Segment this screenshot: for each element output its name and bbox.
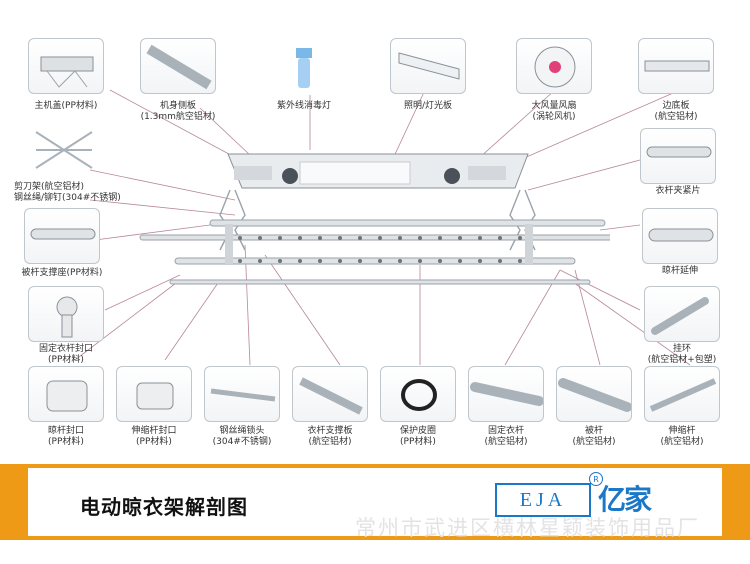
caption-support-plate: 衣杆支撑板(航空铝材) xyxy=(307,426,353,447)
clip-thumb xyxy=(640,128,716,184)
caption-rod-cap: 晾杆封口(PP材料) xyxy=(47,426,84,447)
caption-telescopic-cap: 伸缩杆封口(PP材料) xyxy=(131,426,177,447)
caption-fixed-cap: 固定衣杆封口(PP材料) xyxy=(38,344,93,365)
eja-logo: EJA xyxy=(495,483,591,517)
light-panel-thumb xyxy=(390,38,466,94)
uv-lamp-thumb xyxy=(266,38,342,94)
caption-protective-ring: 保护皮圈(PP材料) xyxy=(399,426,436,447)
edge-plate-thumb xyxy=(638,38,714,94)
hook-thumb xyxy=(644,286,720,342)
scissor-thumb xyxy=(26,122,102,178)
caption-edge-plate: 边底板(航空铝材) xyxy=(654,101,698,122)
caption-clip: 衣杆夹紧片 xyxy=(655,186,701,196)
caption-rod-support: 被杆支撑座(PP材料) xyxy=(21,268,103,278)
rod-support-thumb xyxy=(24,208,100,264)
caption-wire-lock: 钢丝绳锁头(304#不锈钢) xyxy=(212,426,272,447)
drying-rack-assembly xyxy=(139,153,610,285)
caption-uv-lamp: 紫外线消毒灯 xyxy=(276,101,331,111)
caption-fixed-rod: 固定衣杆(航空铝材) xyxy=(484,426,528,447)
telescopic-rod-thumb xyxy=(644,366,720,422)
rod-extension-thumb xyxy=(642,208,718,264)
protective-ring-thumb xyxy=(380,366,456,422)
caption-hook: 挂环(航空铝材+包塑) xyxy=(647,344,717,365)
quilt-rod-thumb xyxy=(556,366,632,422)
caption-main-cover: 主机盖(PP材料) xyxy=(34,101,98,111)
wire-lock-thumb xyxy=(204,366,280,422)
fan-thumb xyxy=(516,38,592,94)
caption-light-panel: 照明/灯光板 xyxy=(403,101,453,111)
main-cover-thumb xyxy=(28,38,104,94)
brand-name: 亿家 xyxy=(598,483,652,516)
fixed-cap-thumb xyxy=(28,286,104,342)
caption-side-panel: 机身侧板(1.3mm航空铝材) xyxy=(140,101,216,122)
telescopic-cap-thumb xyxy=(116,366,192,422)
fixed-rod-thumb xyxy=(468,366,544,422)
caption-quilt-rod: 被杆(航空铝材) xyxy=(572,426,616,447)
page-title: 电动晾衣架解剖图 xyxy=(80,497,248,519)
rod-cap-thumb xyxy=(28,366,104,422)
side-panel-thumb xyxy=(140,38,216,94)
footer-banner-inner xyxy=(28,468,722,536)
caption-scissor: 剪刀架(航空铝材)钢丝绳/铆钉(304#不锈钢) xyxy=(14,182,121,203)
company-watermark: 常州市武进区横林星颖装饰用品厂 xyxy=(355,516,700,540)
registered-mark: R xyxy=(589,472,603,486)
support-plate-thumb xyxy=(292,366,368,422)
caption-rod-extension: 晾杆延伸 xyxy=(661,266,698,276)
caption-fan: 大风量风扇(涡轮风机) xyxy=(531,101,577,122)
caption-telescopic-rod: 伸缩杆(航空铝材) xyxy=(660,426,704,447)
bottom-strip xyxy=(0,540,750,564)
